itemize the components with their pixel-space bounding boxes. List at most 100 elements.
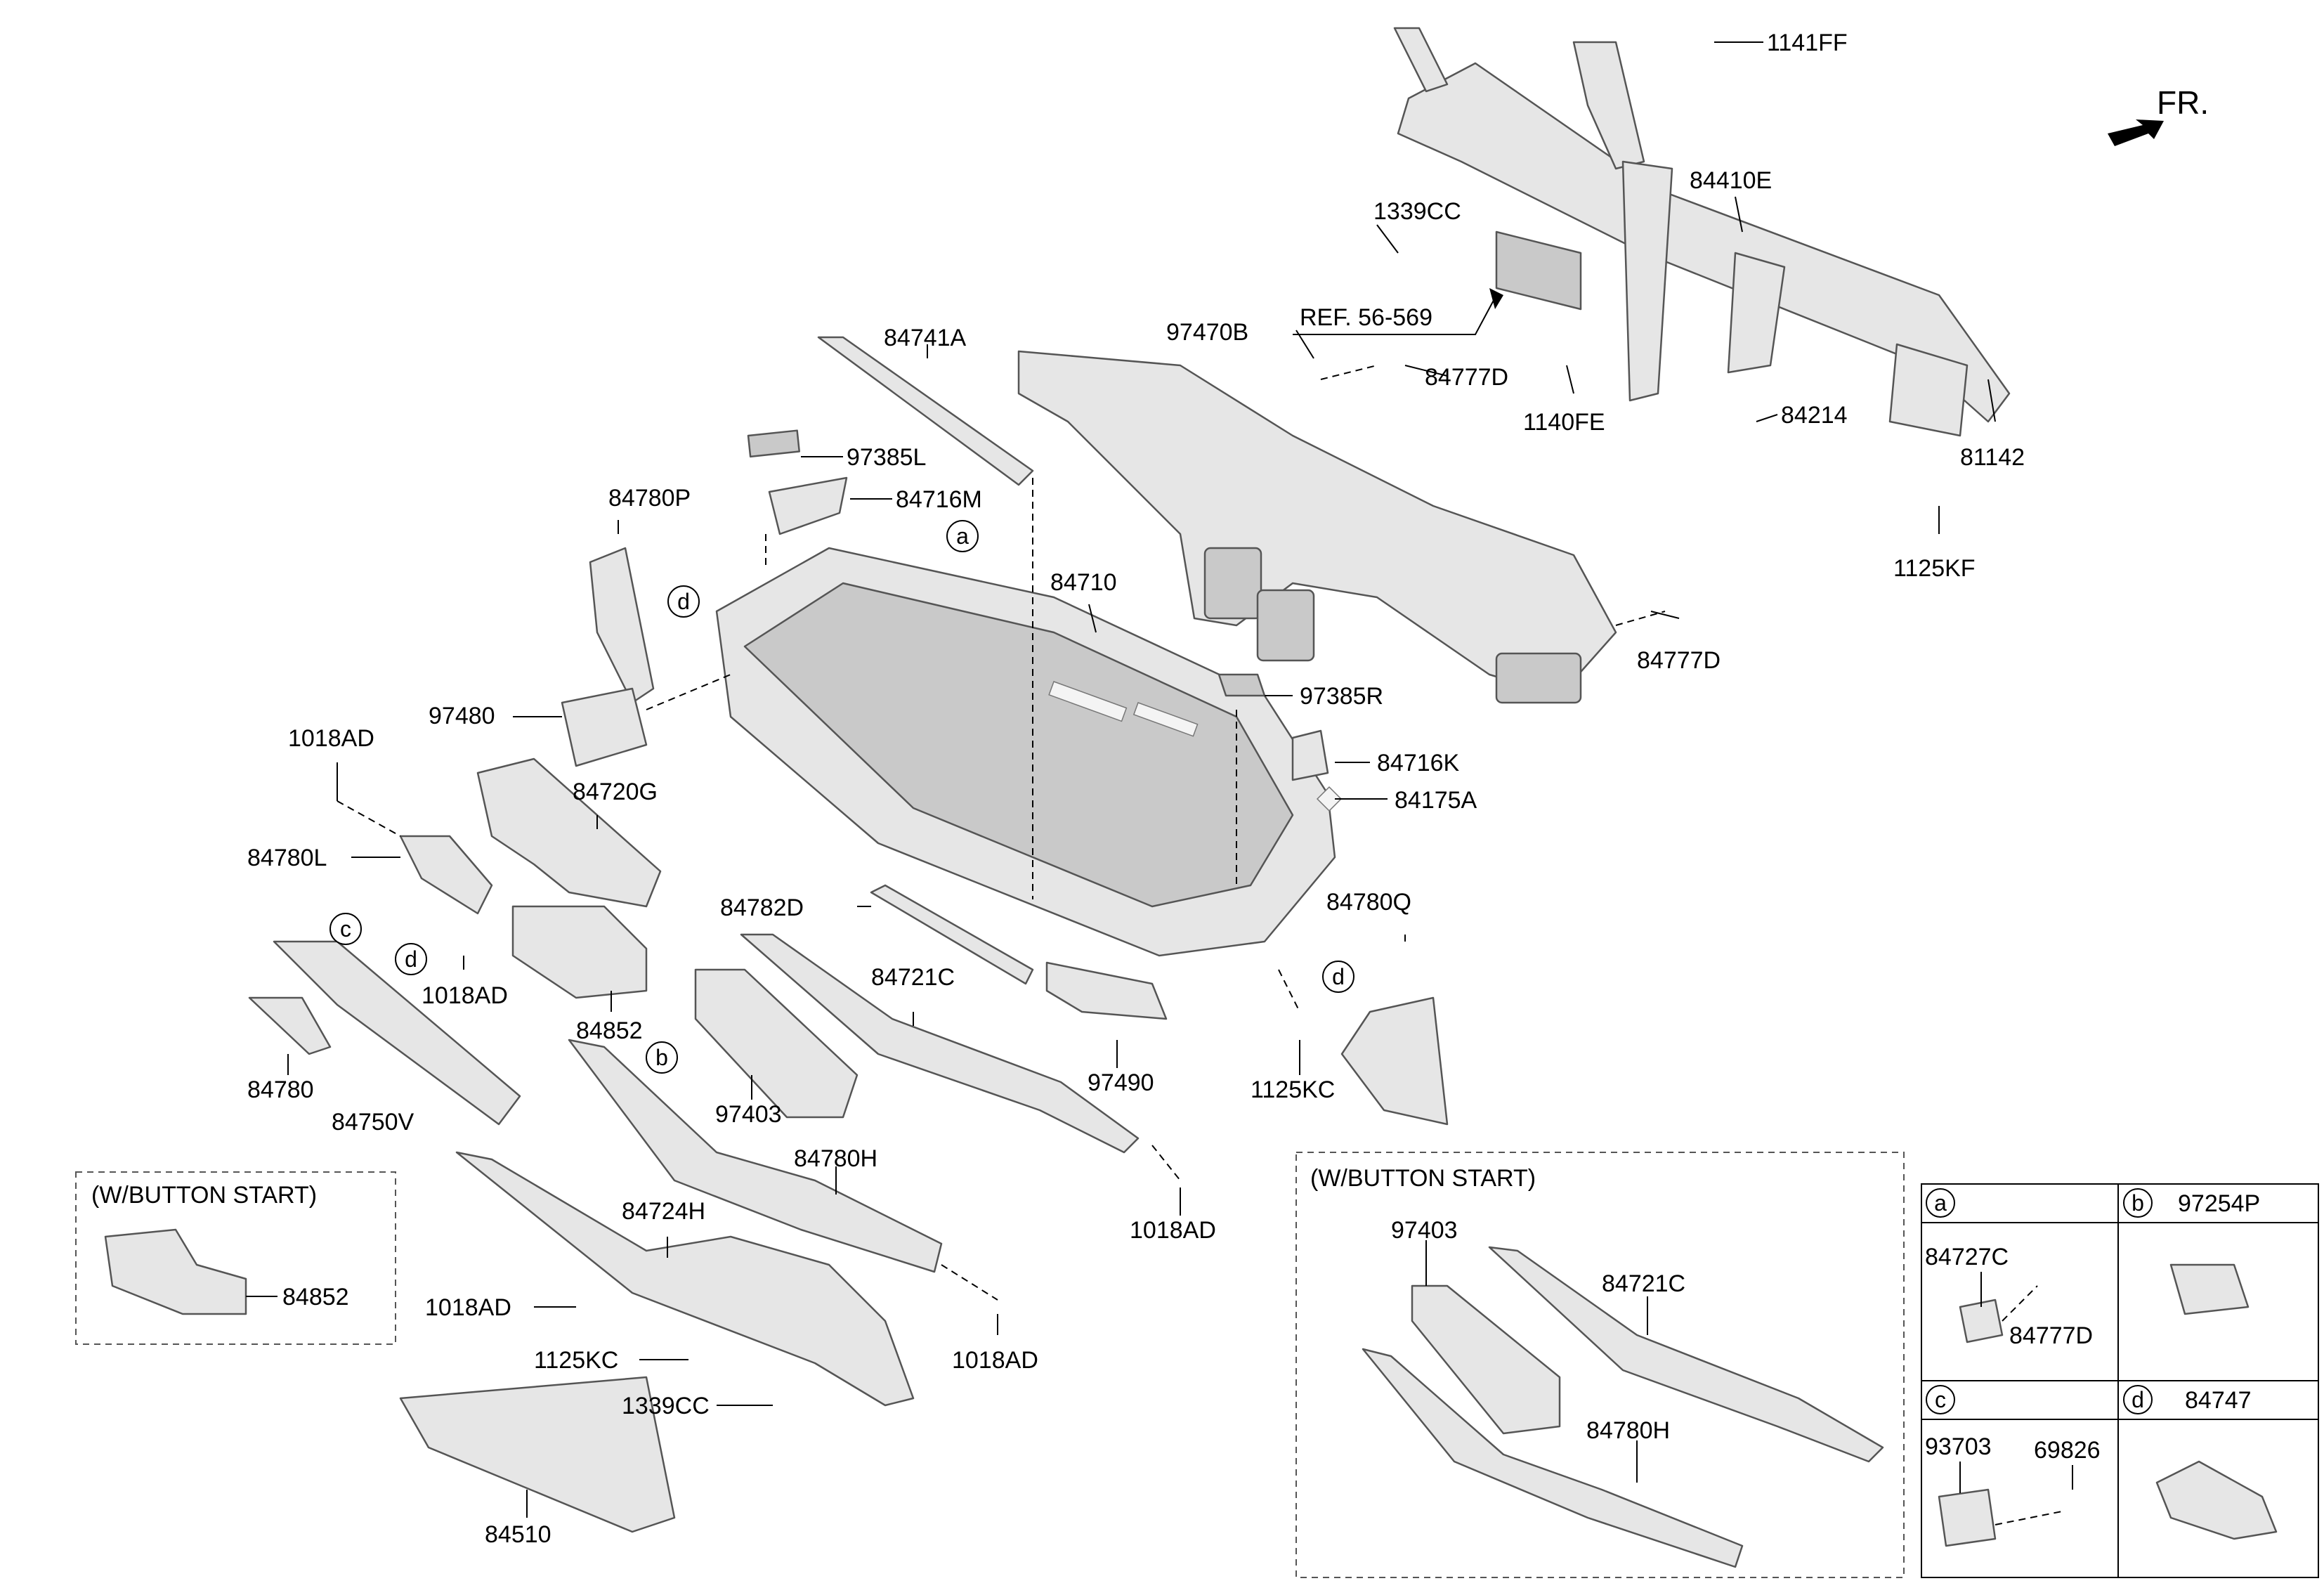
front-direction-label: FR. <box>2157 84 2209 121</box>
reference-arrow-icon <box>1489 288 1503 309</box>
callout-b-letter: b <box>655 1045 668 1070</box>
center-panel-97403 <box>694 968 859 1119</box>
label-1125KF: 1125KF <box>1893 555 1976 582</box>
label-1125KC-b: 1125KC <box>534 1347 618 1374</box>
detail-table: a 84727C 84777D b 97254P c 93703 69826 d… <box>1921 1183 2319 1578</box>
label-97470B: 97470B <box>1166 319 1248 346</box>
center-vent-97490 <box>1045 961 1168 1020</box>
label-84780L: 84780L <box>247 845 327 871</box>
callout-a <box>946 520 979 552</box>
label-84780: 84780 <box>247 1076 314 1103</box>
label-1140FE: 1140FE <box>1523 409 1605 436</box>
label-reference: REF. 56-569 <box>1300 304 1432 331</box>
label-84780P: 84780P <box>608 485 691 512</box>
callout-c-letter: c <box>340 916 351 942</box>
detail-d-clip <box>2155 1460 2278 1540</box>
front-direction-indicator: FR. <box>2108 84 2209 146</box>
label-1125KC-a: 1125KC <box>1251 1076 1335 1103</box>
clip-84175A <box>1316 786 1343 812</box>
callout-d-upper-letter: d <box>677 589 690 614</box>
label-84716K: 84716K <box>1377 750 1460 776</box>
callout-a-letter: a <box>956 523 969 549</box>
center-fascia-panel-84721C <box>740 933 1140 1154</box>
front-arrow-icon <box>2108 119 2164 146</box>
detail-d-letter: d <box>2132 1387 2144 1412</box>
label-84175A: 84175A <box>1395 787 1477 814</box>
right-option-label-84780H: 84780H <box>1586 1417 1670 1444</box>
label-84782D: 84782D <box>720 894 804 921</box>
trim-84780 <box>248 996 332 1055</box>
label-84721C: 84721C <box>871 964 955 991</box>
detail-c-letter: c <box>1935 1387 1946 1412</box>
trim-strip-84782D <box>870 884 1034 985</box>
side-panel-84780P <box>589 547 655 704</box>
right-option-fascia-panel <box>1488 1246 1884 1463</box>
label-1141FF: 1141FF <box>1767 30 1848 56</box>
callout-d-upper <box>667 585 700 618</box>
label-84716M: 84716M <box>896 486 982 513</box>
left-option-box: (W/BUTTON START) 84852 <box>75 1171 396 1345</box>
label-1018AD-d: 1018AD <box>425 1294 511 1321</box>
right-option-box: (W/BUTTON START) 97403 84721C 84780H <box>1295 1152 1905 1578</box>
left-option-part-label: 84852 <box>282 1284 349 1310</box>
speaker-grille-right <box>1218 673 1266 697</box>
side-cover-left <box>768 476 848 535</box>
speaker-grille-left <box>747 429 801 458</box>
crash-pad-trim-84750V <box>273 940 521 1126</box>
trim-84780Q <box>1340 996 1449 1126</box>
label-1018AD-a: 1018AD <box>288 725 374 752</box>
callout-d-right <box>1322 961 1354 993</box>
label-84777D-a: 84777D <box>1425 364 1508 391</box>
detail-a-clip <box>1959 1299 2004 1343</box>
label-84780Q: 84780Q <box>1326 889 1411 916</box>
detail-c-part-69826: 69826 <box>2034 1437 2101 1464</box>
label-84710: 84710 <box>1050 569 1117 596</box>
glove-box-84510 <box>399 1376 676 1533</box>
left-option-box-title: (W/BUTTON START) <box>91 1182 317 1209</box>
detail-d-circle <box>2123 1385 2153 1414</box>
lower-panel-84780L <box>399 835 493 915</box>
left-option-column-shroud <box>104 1228 247 1315</box>
label-1339CC-bottom: 1339CC <box>622 1393 710 1419</box>
side-vent-97480 <box>561 687 648 767</box>
assembly-dashed-lines <box>337 365 1666 1301</box>
leader-lines <box>287 41 1996 1518</box>
detail-a-part-84777D: 84777D <box>2009 1322 2093 1349</box>
label-1339CC-top: 1339CC <box>1373 198 1461 225</box>
label-84780H: 84780H <box>794 1145 877 1172</box>
cowl-cross-bar-assembly <box>1393 27 2011 437</box>
lower-crash-pad-84724H <box>455 1151 915 1407</box>
detail-c-part-93703: 93703 <box>1925 1433 1992 1460</box>
label-84724H: 84724H <box>622 1198 705 1225</box>
label-84410E: 84410E <box>1690 167 1772 194</box>
right-option-box-title: (W/BUTTON START) <box>1310 1165 1536 1192</box>
label-84750V: 84750V <box>332 1109 414 1135</box>
right-option-center-panel <box>1411 1284 1561 1435</box>
callout-d-left-letter: d <box>405 946 417 972</box>
lower-crash-pad-84780H <box>568 1039 943 1273</box>
label-97403: 97403 <box>715 1101 782 1128</box>
detail-b-letter: b <box>2132 1190 2144 1216</box>
label-84777D-b: 84777D <box>1637 647 1721 674</box>
label-97385L: 97385L <box>847 444 926 471</box>
label-1018AD-c: 1018AD <box>1130 1217 1216 1244</box>
column-shroud-84852 <box>511 905 648 999</box>
callout-circles: a d c d b d <box>329 520 1354 1074</box>
part-labels: 1141FF 84410E 1339CC 97470B REF. 56-569 … <box>247 30 2025 1548</box>
callout-b <box>646 1041 678 1074</box>
detail-a-letter: a <box>1934 1190 1947 1216</box>
detail-a-circle <box>1926 1188 1955 1218</box>
defroster-grille-strip <box>817 336 1034 486</box>
detail-c-switch <box>1938 1488 1997 1547</box>
side-cover-right <box>1291 729 1329 781</box>
callout-d-left <box>395 943 427 975</box>
detail-b-switch <box>2169 1263 2250 1315</box>
label-97385R: 97385R <box>1300 683 1383 710</box>
callout-c <box>329 913 362 945</box>
detail-c-circle <box>1926 1385 1955 1414</box>
label-1018AD-b: 1018AD <box>422 982 508 1009</box>
label-97480: 97480 <box>429 703 495 729</box>
detail-b-part: 97254P <box>2178 1190 2260 1217</box>
crash-pad-main-panel <box>715 547 1336 957</box>
